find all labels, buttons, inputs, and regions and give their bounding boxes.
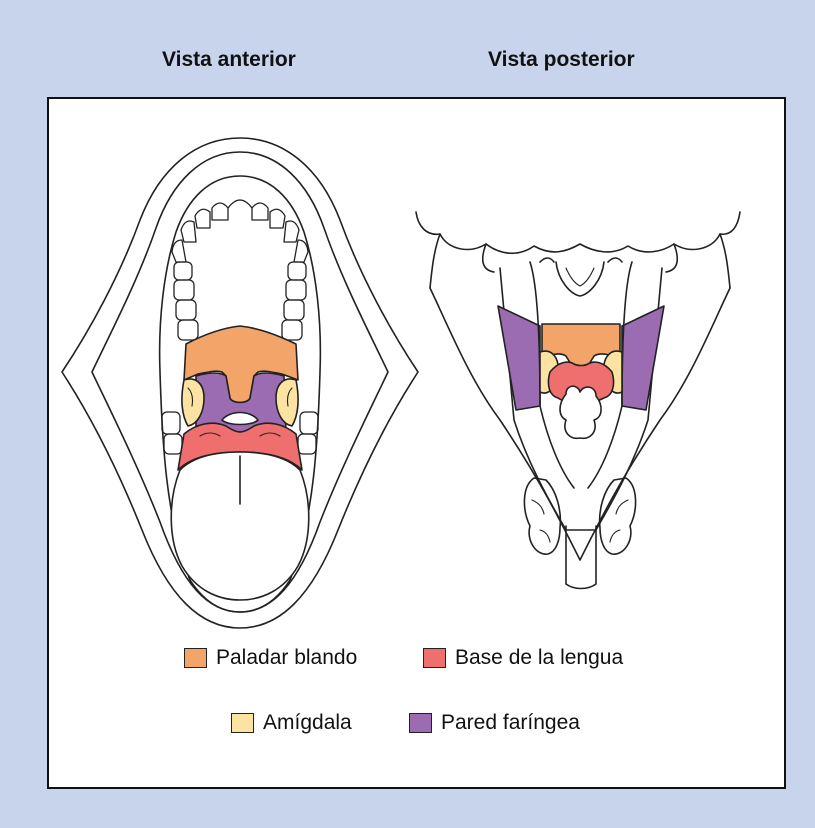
posterior-pharyngeal-wall bbox=[498, 306, 540, 410]
soft-palate-swatch bbox=[184, 648, 207, 668]
legend-item-pharyngeal-wall: Pared faríngea bbox=[409, 710, 580, 736]
anterior-mouth-drawing bbox=[62, 138, 418, 628]
legend-label-tonsil: Amígdala bbox=[263, 711, 352, 735]
upper-teeth bbox=[172, 200, 308, 340]
legend-item-tonsil: Amígdala bbox=[231, 710, 352, 736]
pharyngeal-wall-swatch bbox=[409, 713, 432, 733]
tongue-base-swatch bbox=[423, 648, 446, 668]
legend-label-tongue-base: Base de la lengua bbox=[455, 646, 623, 670]
tonsil-swatch bbox=[231, 713, 254, 733]
legend-label-pharyngeal-wall: Pared faríngea bbox=[441, 711, 580, 735]
posterior-epiglottis bbox=[560, 386, 601, 438]
skull-base-outline bbox=[416, 212, 740, 253]
legend-item-soft-palate: Paladar blando bbox=[184, 645, 357, 671]
posterior-pharynx-drawing bbox=[416, 212, 740, 589]
legend-item-tongue-base: Base de la lengua bbox=[423, 645, 623, 671]
legend-label-soft-palate: Paladar blando bbox=[216, 646, 357, 670]
